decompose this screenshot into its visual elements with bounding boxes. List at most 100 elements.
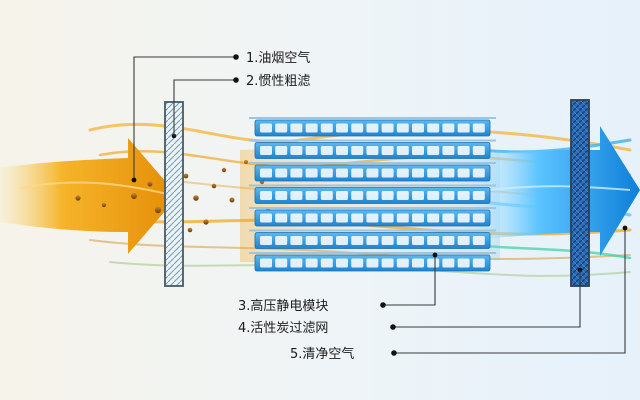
module-cell [305, 191, 318, 200]
module-cell [427, 191, 440, 200]
electrostatic-plate [249, 162, 496, 182]
leader-line-5 [394, 228, 626, 354]
module-cell [427, 168, 440, 178]
module-cell [351, 236, 364, 245]
module-cell [351, 146, 364, 155]
module-cell [442, 236, 455, 245]
module-cell [336, 123, 348, 133]
module-cell [381, 123, 394, 133]
module-cell [427, 213, 440, 223]
module-cell [457, 146, 470, 155]
leader-line-1 [133, 56, 236, 180]
module-cell [290, 213, 303, 223]
leader-dots [131, 54, 628, 356]
label-activated-carbon-mesh: 4.活性炭过滤网 [238, 321, 328, 336]
module-cell [351, 168, 364, 178]
module-cell [412, 258, 424, 268]
module-cell [320, 191, 333, 200]
module-cell [412, 146, 424, 155]
module-cell [472, 258, 485, 268]
module-cell [336, 258, 348, 268]
module-cell [260, 236, 272, 245]
module-cell [275, 168, 288, 178]
module-cell [366, 168, 379, 178]
module-cell [472, 213, 485, 223]
module-cell [472, 236, 485, 245]
module-cell [412, 168, 424, 178]
module-cell [260, 146, 272, 155]
module-cell [366, 213, 379, 223]
module-cell [366, 146, 379, 155]
module-cell [472, 123, 485, 133]
module-cell [366, 191, 379, 200]
module-cell [336, 213, 348, 223]
label-hv-electrostatic-module: 3.高压静电模块 [238, 298, 328, 314]
module-cell [275, 123, 288, 133]
module-cell [472, 191, 485, 200]
module-cell [260, 123, 272, 133]
module-cell [290, 146, 303, 155]
module-cell [366, 236, 379, 245]
module-cell [320, 168, 333, 178]
activated-carbon-filter-panel [570, 99, 590, 287]
module-cell [290, 191, 303, 200]
label-inertial-coarse-filter: 2.惯性粗滤 [246, 73, 310, 89]
module-cell [396, 236, 409, 245]
module-cell [305, 123, 318, 133]
module-cell [457, 213, 470, 223]
module-cell [260, 191, 272, 200]
module-cell [320, 236, 333, 245]
module-cell [320, 146, 333, 155]
module-cell [427, 236, 440, 245]
module-cell [427, 146, 440, 155]
leader-line-4 [393, 270, 581, 328]
module-cell [351, 213, 364, 223]
module-cell [336, 146, 348, 155]
electrostatic-plate [249, 252, 496, 272]
leader-line-3 [383, 255, 436, 306]
module-cell [412, 236, 424, 245]
module-cell [412, 191, 424, 200]
module-cell [396, 213, 409, 223]
leader-line-2 [173, 79, 236, 136]
module-cell [320, 213, 333, 223]
module-cell [351, 191, 364, 200]
clean-air-arrow [470, 126, 640, 256]
module-cell [381, 191, 394, 200]
module-cell [336, 236, 348, 245]
module-cell [305, 258, 318, 268]
module-cell [412, 123, 424, 133]
module-cell [351, 123, 364, 133]
module-cell [260, 213, 272, 223]
module-cell [275, 191, 288, 200]
module-cell [442, 123, 455, 133]
electrostatic-plate [249, 117, 496, 137]
module-cell [336, 191, 348, 200]
module-cell [457, 258, 470, 268]
module-cell [305, 236, 318, 245]
module-cell [381, 236, 394, 245]
module-cell [442, 191, 455, 200]
module-cell [396, 168, 409, 178]
module-cell [381, 213, 394, 223]
module-cell [290, 168, 303, 178]
module-cell [412, 213, 424, 223]
module-cell [275, 258, 288, 268]
module-cell [290, 258, 303, 268]
module-cell [442, 168, 455, 178]
module-cell [381, 258, 394, 268]
module-cell [275, 236, 288, 245]
module-cell [381, 168, 394, 178]
module-cell [275, 213, 288, 223]
module-cell [472, 168, 485, 178]
module-cell [275, 146, 288, 155]
module-cell [260, 258, 272, 268]
label-clean-air: 5.清净空气 [290, 346, 354, 362]
module-cell [290, 236, 303, 245]
module-cell [442, 146, 455, 155]
module-cell [305, 146, 318, 155]
module-cell [396, 258, 409, 268]
module-cell [457, 236, 470, 245]
electrostatic-plate [249, 229, 496, 249]
